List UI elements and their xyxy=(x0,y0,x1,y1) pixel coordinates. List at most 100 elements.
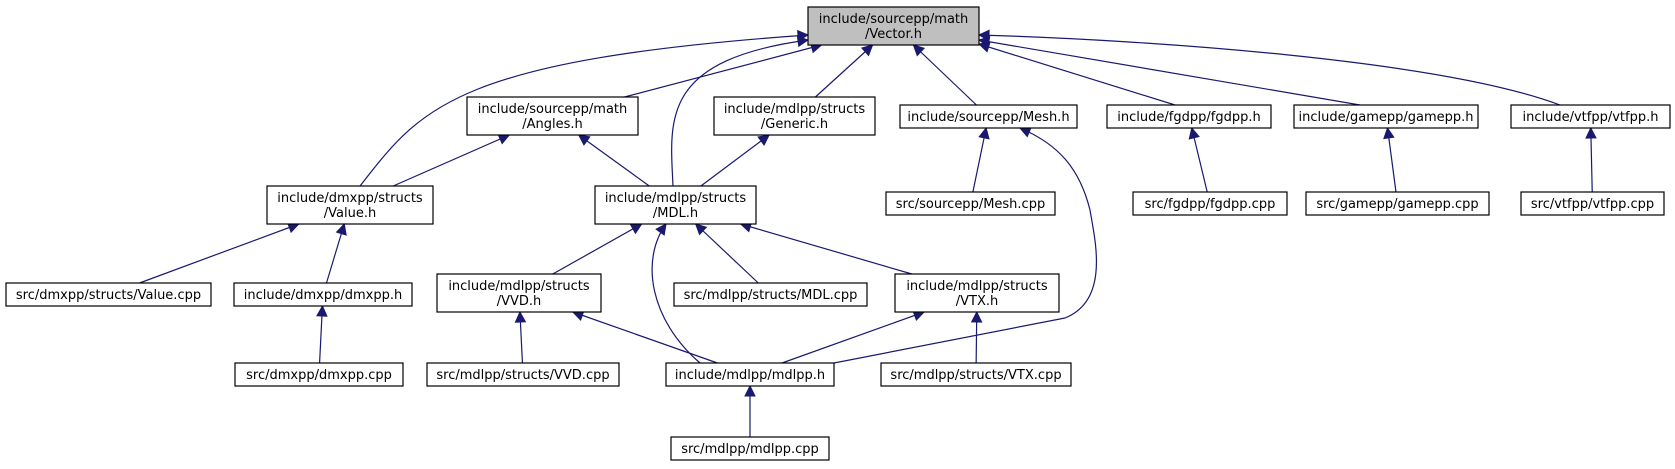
node-label: src/fgdpp/fgdpp.cpp xyxy=(1145,197,1276,212)
node-gamepp_h[interactable]: include/gamepp/gamepp.h xyxy=(1293,104,1479,129)
node-box xyxy=(234,362,404,387)
node-fgdpp_cpp[interactable]: src/fgdpp/fgdpp.cpp xyxy=(1132,191,1288,216)
node-label: /VTX.h xyxy=(956,294,999,309)
node-label: include/mdlpp/structs xyxy=(448,279,590,294)
edge-dmxpp_cpp-to-dmxpp_h xyxy=(316,304,328,364)
node-generic_h[interactable]: include/mdlpp/structs/Generic.h xyxy=(713,96,876,136)
node-vtx_h[interactable]: include/mdlpp/structs/VTX.h xyxy=(894,273,1060,313)
edge-mesh_h-to-vector_h xyxy=(912,44,977,106)
edge-line xyxy=(700,134,770,187)
node-box xyxy=(233,282,413,307)
edge-line xyxy=(651,223,701,364)
edge-vtx_h-to-mdl_h xyxy=(739,221,913,275)
node-dmxpp_h[interactable]: include/dmxpp/dmxpp.h xyxy=(233,282,413,307)
edge-line xyxy=(978,43,1176,106)
arrowhead-icon xyxy=(694,223,708,236)
node-value_cpp[interactable]: src/dmxpp/structs/Value.cpp xyxy=(5,282,212,307)
node-box xyxy=(594,185,757,225)
arrowhead-icon xyxy=(335,222,347,236)
node-box xyxy=(1520,191,1665,216)
arrowhead-icon xyxy=(757,134,770,146)
arrowhead-icon xyxy=(744,384,756,397)
node-label: src/mdlpp/structs/VVD.cpp xyxy=(436,368,609,383)
node-label: src/mdlpp/structs/VTX.cpp xyxy=(890,368,1061,383)
node-mdl_h[interactable]: include/mdlpp/structs/MDL.h xyxy=(594,185,757,225)
node-gamepp_cpp[interactable]: src/gamepp/gamepp.cpp xyxy=(1305,191,1490,216)
node-box xyxy=(266,185,434,225)
edge-mdl_h-to-angles_h xyxy=(577,134,650,187)
edge-line xyxy=(978,34,1561,106)
node-label: /MDL.h xyxy=(653,206,698,221)
node-mesh_cpp[interactable]: src/sourcepp/Mesh.cpp xyxy=(885,191,1056,216)
node-mdlpp_cpp[interactable]: src/mdlpp/mdlpp.cpp xyxy=(670,436,830,461)
arrowhead-icon xyxy=(1188,126,1200,140)
edge-gamepp_h-to-vector_h xyxy=(977,36,1361,106)
edge-mdl_cpp-to-mdl_h xyxy=(694,223,759,284)
node-vtx_cpp[interactable]: src/mdlpp/structs/VTX.cpp xyxy=(880,362,1072,387)
node-box xyxy=(1293,104,1479,129)
node-value_h[interactable]: include/dmxpp/structs/Value.h xyxy=(266,185,434,225)
node-label: /Angles.h xyxy=(522,117,583,132)
node-label: include/sourcepp/Mesh.h xyxy=(907,110,1069,125)
node-label: include/mdlpp/structs xyxy=(605,191,747,206)
node-box xyxy=(436,273,602,313)
edge-line xyxy=(572,311,718,364)
edge-vtfpp_cpp-to-vtfpp_h xyxy=(1585,126,1597,193)
node-angles_h[interactable]: include/sourcepp/math/Angles.h xyxy=(466,96,639,136)
node-box xyxy=(1132,191,1288,216)
arrowhead-icon xyxy=(912,44,926,57)
node-dmxpp_cpp[interactable]: src/dmxpp/dmxpp.cpp xyxy=(234,362,404,387)
node-label: include/dmxpp/dmxpp.h xyxy=(244,288,402,303)
node-label: src/mdlpp/structs/MDL.cpp xyxy=(684,288,858,303)
edge-dmxpp_h-to-value_h xyxy=(325,222,347,284)
edge-line xyxy=(972,127,987,193)
node-vector_h[interactable]: include/sourcepp/math/Vector.h xyxy=(807,6,980,46)
edge-fgdpp_cpp-to-fgdpp_h xyxy=(1188,126,1208,193)
edge-fgdpp_h-to-vector_h xyxy=(977,41,1176,106)
node-label: include/sourcepp/math xyxy=(478,102,628,117)
node-box xyxy=(1305,191,1490,216)
node-box xyxy=(665,362,835,387)
node-label: src/dmxpp/dmxpp.cpp xyxy=(246,368,392,383)
node-mesh_h[interactable]: include/sourcepp/Mesh.h xyxy=(899,104,1078,129)
node-box xyxy=(426,362,620,387)
node-label: include/gamepp/gamepp.h xyxy=(1299,110,1474,125)
edge-line xyxy=(392,134,510,187)
node-vvd_cpp[interactable]: src/mdlpp/structs/VVD.cpp xyxy=(426,362,620,387)
node-label: /Vector.h xyxy=(865,27,922,42)
arrowhead-icon xyxy=(577,134,591,146)
edge-mdl_h-to-vector_h xyxy=(671,35,810,187)
edge-line xyxy=(552,223,643,275)
edge-line xyxy=(814,44,874,98)
edge-line xyxy=(833,127,1097,364)
node-label: include/mdlpp/structs xyxy=(724,102,866,117)
node-label: src/sourcepp/Mesh.cpp xyxy=(896,197,1045,212)
node-vtfpp_h[interactable]: include/vtfpp/vtfpp.h xyxy=(1510,104,1671,129)
edge-mdl_h-to-generic_h xyxy=(700,134,770,187)
node-label: /Generic.h xyxy=(761,117,828,132)
edge-vtfpp_h-to-vector_h xyxy=(977,29,1561,106)
edge-value_cpp-to-value_h xyxy=(139,222,300,284)
node-label: src/mdlpp/mdlpp.cpp xyxy=(681,442,819,457)
node-vtfpp_cpp[interactable]: src/vtfpp/vtfpp.cpp xyxy=(1520,191,1665,216)
node-fgdpp_h[interactable]: include/fgdpp/fgdpp.h xyxy=(1106,104,1272,129)
node-mdl_cpp[interactable]: src/mdlpp/structs/MDL.cpp xyxy=(673,282,868,307)
node-label: include/mdlpp/structs xyxy=(906,279,1048,294)
node-vvd_h[interactable]: include/mdlpp/structs/VVD.h xyxy=(436,273,602,313)
arrowhead-icon xyxy=(970,310,983,323)
arrowhead-icon xyxy=(978,126,990,140)
edge-line xyxy=(359,34,809,187)
arrowhead-icon xyxy=(796,35,810,48)
graph-edges xyxy=(139,29,1597,437)
edge-vvd_cpp-to-vvd_h xyxy=(514,310,527,364)
node-mdlpp_h[interactable]: include/mdlpp/mdlpp.h xyxy=(665,362,835,387)
arrowhead-icon xyxy=(1585,126,1597,139)
edge-line xyxy=(671,39,809,187)
arrowhead-icon xyxy=(514,310,527,323)
edge-value_h-to-angles_h xyxy=(392,133,511,187)
edge-mdlpp_h-to-mesh_h xyxy=(833,126,1097,364)
node-box xyxy=(713,96,876,136)
node-box xyxy=(807,6,980,46)
node-box xyxy=(885,191,1056,216)
